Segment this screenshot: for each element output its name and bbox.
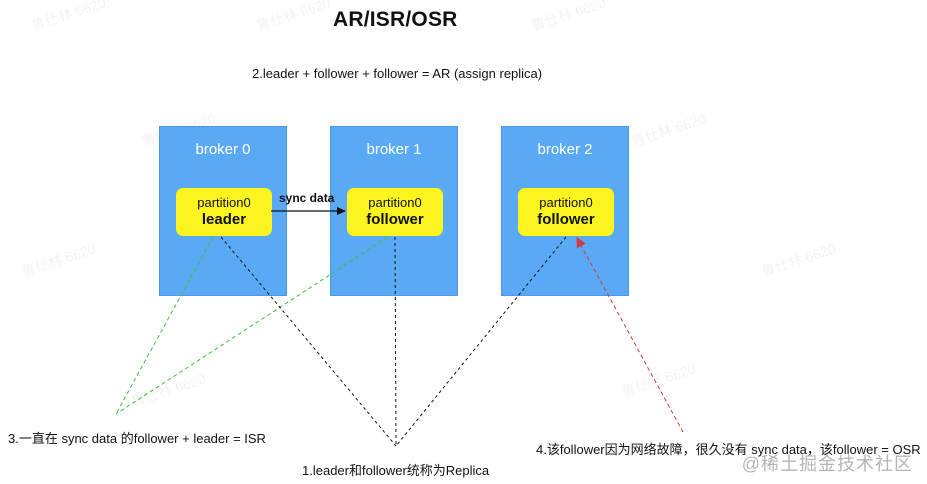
broker-label: broker 2 — [537, 141, 593, 158]
partition-follower-osr: partition0 follower — [518, 188, 614, 236]
note-isr: 3.一直在 sync data 的follower + leader = ISR — [8, 431, 266, 446]
partition-role: follower — [537, 211, 595, 228]
partition-leader: partition0 leader — [176, 188, 272, 236]
replica-line-leader — [220, 236, 397, 447]
partition-role: follower — [366, 211, 424, 228]
site-watermark: @稀土掘金技术社区 — [741, 454, 913, 474]
isr-line-follower — [115, 236, 389, 415]
note-ar: 2.leader + follower + follower = AR (ass… — [252, 66, 543, 81]
broker-1: broker 1 partition0 follower — [330, 126, 458, 296]
broker-label: broker 1 — [366, 141, 422, 158]
broker-2: broker 2 partition0 follower — [501, 126, 629, 296]
note-osr: 4.该follower因为网络故障，很久没有 sync data，该follow… — [536, 442, 921, 457]
isr-line-leader — [115, 236, 214, 415]
partition-name: partition0 — [539, 195, 593, 210]
sync-data-label: sync data — [279, 191, 335, 205]
note-replica: 1.leader和follower统称为Replica — [302, 463, 490, 478]
broker-label: broker 0 — [195, 141, 251, 158]
partition-follower: partition0 follower — [347, 188, 443, 236]
diagram-title: AR/ISR/OSR — [333, 8, 458, 31]
osr-arrow — [576, 237, 684, 433]
partition-name: partition0 — [368, 195, 422, 210]
replica-line-follower-1 — [394, 236, 397, 447]
partition-name: partition0 — [197, 195, 251, 210]
replica-line-follower-2 — [395, 236, 567, 447]
partition-role: leader — [201, 211, 247, 228]
broker-0: broker 0 partition0 leader — [159, 126, 287, 296]
